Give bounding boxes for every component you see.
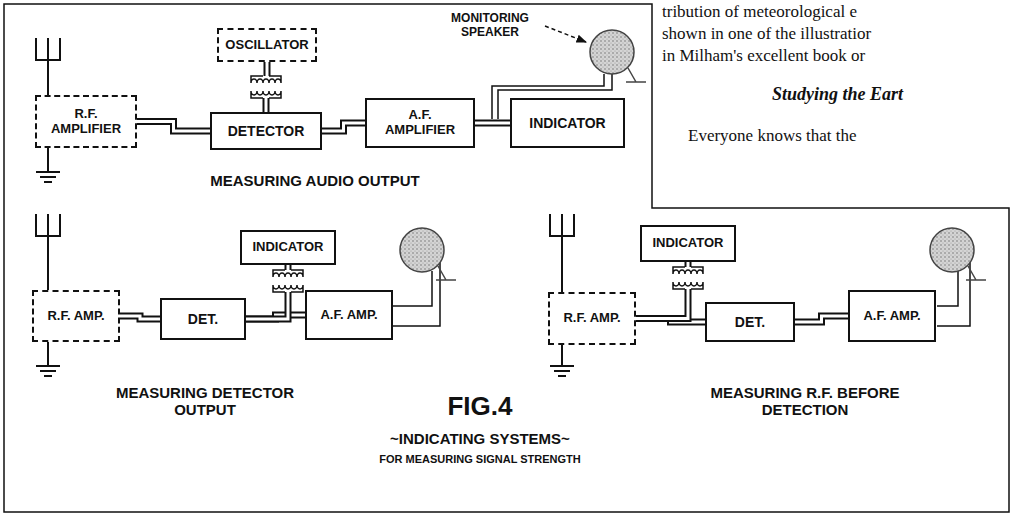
wire-inner	[322, 123, 365, 131]
speaker-symbol	[400, 228, 444, 272]
speaker-symbol	[930, 228, 974, 272]
antenna-symbol	[36, 214, 60, 290]
article-text: shown in one of the illustratior	[662, 24, 871, 44]
box-label: A.F. AMP.	[863, 309, 920, 324]
box-label: INDICATOR	[529, 115, 605, 131]
wire-inner	[475, 122, 510, 125]
wire-outer	[137, 122, 210, 132]
antenna-symbol	[36, 38, 60, 95]
amplifier-box: A.F. AMPLIFIER	[365, 98, 475, 148]
figure-title: ~INDICATING SYSTEMS~	[330, 430, 630, 447]
coil-ground	[270, 270, 306, 292]
box-label: DETECTOR	[228, 123, 305, 139]
wire-inner	[120, 316, 160, 319]
caption-label: MEASURING AUDIO OUTPUT	[165, 172, 465, 189]
indicator-box: INDICATOR	[240, 230, 336, 265]
article-text: tribution of meteorological e	[662, 2, 857, 22]
caption-label: MEASURING DETECTOR OUTPUT	[115, 384, 295, 419]
wire-outer	[795, 316, 848, 322]
speaker-symbol	[966, 266, 986, 280]
box-label: INDICATOR	[652, 236, 723, 251]
detector-box: DET.	[160, 298, 246, 340]
indicator-box: INDICATOR	[640, 225, 736, 262]
wire-outer	[120, 316, 160, 319]
amplifier-box: A.F. AMP.	[848, 290, 936, 342]
coil-symbol	[248, 76, 284, 98]
coil-winding	[273, 270, 303, 292]
box-label: DET.	[735, 314, 765, 330]
antenna-symbol	[36, 38, 574, 292]
coil-ground	[670, 267, 706, 289]
detector-box: DET.	[705, 302, 795, 342]
antenna-symbol	[550, 214, 574, 292]
caption-label: MEASURING R.F. BEFORE DETECTION	[705, 384, 905, 419]
box-label: INDICATOR	[252, 240, 323, 255]
speaker-symbol	[590, 30, 634, 74]
amplifier-box: R.F. AMP.	[548, 292, 636, 345]
coil-winding	[673, 267, 703, 289]
wire-inner	[137, 122, 210, 132]
box-label: DET.	[188, 311, 218, 327]
coil-winding	[251, 76, 281, 98]
box-label: OSCILLATOR	[225, 38, 308, 53]
ground-symbol	[550, 345, 574, 376]
callout-label: MONITORING SPEAKER	[440, 12, 540, 40]
figure-subtitle: FOR MEASURING SIGNAL STRENGTH	[330, 453, 630, 466]
box-label: A.F. AMP.	[320, 308, 377, 323]
coil-symbol	[670, 267, 706, 289]
box-label: R.F. AMP.	[563, 311, 620, 326]
wire-outer	[475, 120, 510, 127]
indicator-box: INDICATOR	[510, 98, 625, 148]
box-label: R.F. AMP.	[47, 309, 104, 324]
box-label: R.F. AMPLIFIER	[42, 107, 130, 137]
wire-pair	[322, 123, 365, 131]
wire-pair	[795, 316, 848, 322]
speaker-wire	[393, 74, 970, 326]
coil-symbol	[270, 270, 306, 292]
ground-symbol	[36, 342, 60, 376]
amplifier-box: R.F. AMP.	[32, 290, 120, 342]
amplifier-box: R.F. AMPLIFIER	[35, 95, 137, 148]
detector-box: DETECTOR	[210, 112, 322, 150]
article-text: Everyone knows that the	[688, 126, 857, 146]
article-heading: Studying the Eart	[772, 84, 903, 105]
leader-line	[545, 26, 586, 42]
article-text: in Milham's excellent book or	[662, 46, 865, 66]
speaker-symbol	[400, 30, 986, 280]
ground-symbol	[36, 148, 60, 182]
figure-number: FIG.4	[425, 392, 535, 422]
oscillator-box: OSCILLATOR	[217, 28, 317, 62]
wire-inner	[795, 316, 848, 322]
amplifier-box: A.F. AMP.	[305, 290, 393, 340]
wire-pair	[475, 123, 510, 124]
coil-ground	[248, 76, 284, 98]
speaker-symbol	[626, 68, 646, 82]
wire-pair	[120, 316, 160, 319]
figure-frame	[4, 4, 1009, 512]
wire-pair	[137, 122, 210, 132]
box-label: A.F. AMPLIFIER	[372, 108, 468, 138]
speaker-symbol	[436, 266, 456, 280]
wire-outer	[322, 123, 365, 131]
